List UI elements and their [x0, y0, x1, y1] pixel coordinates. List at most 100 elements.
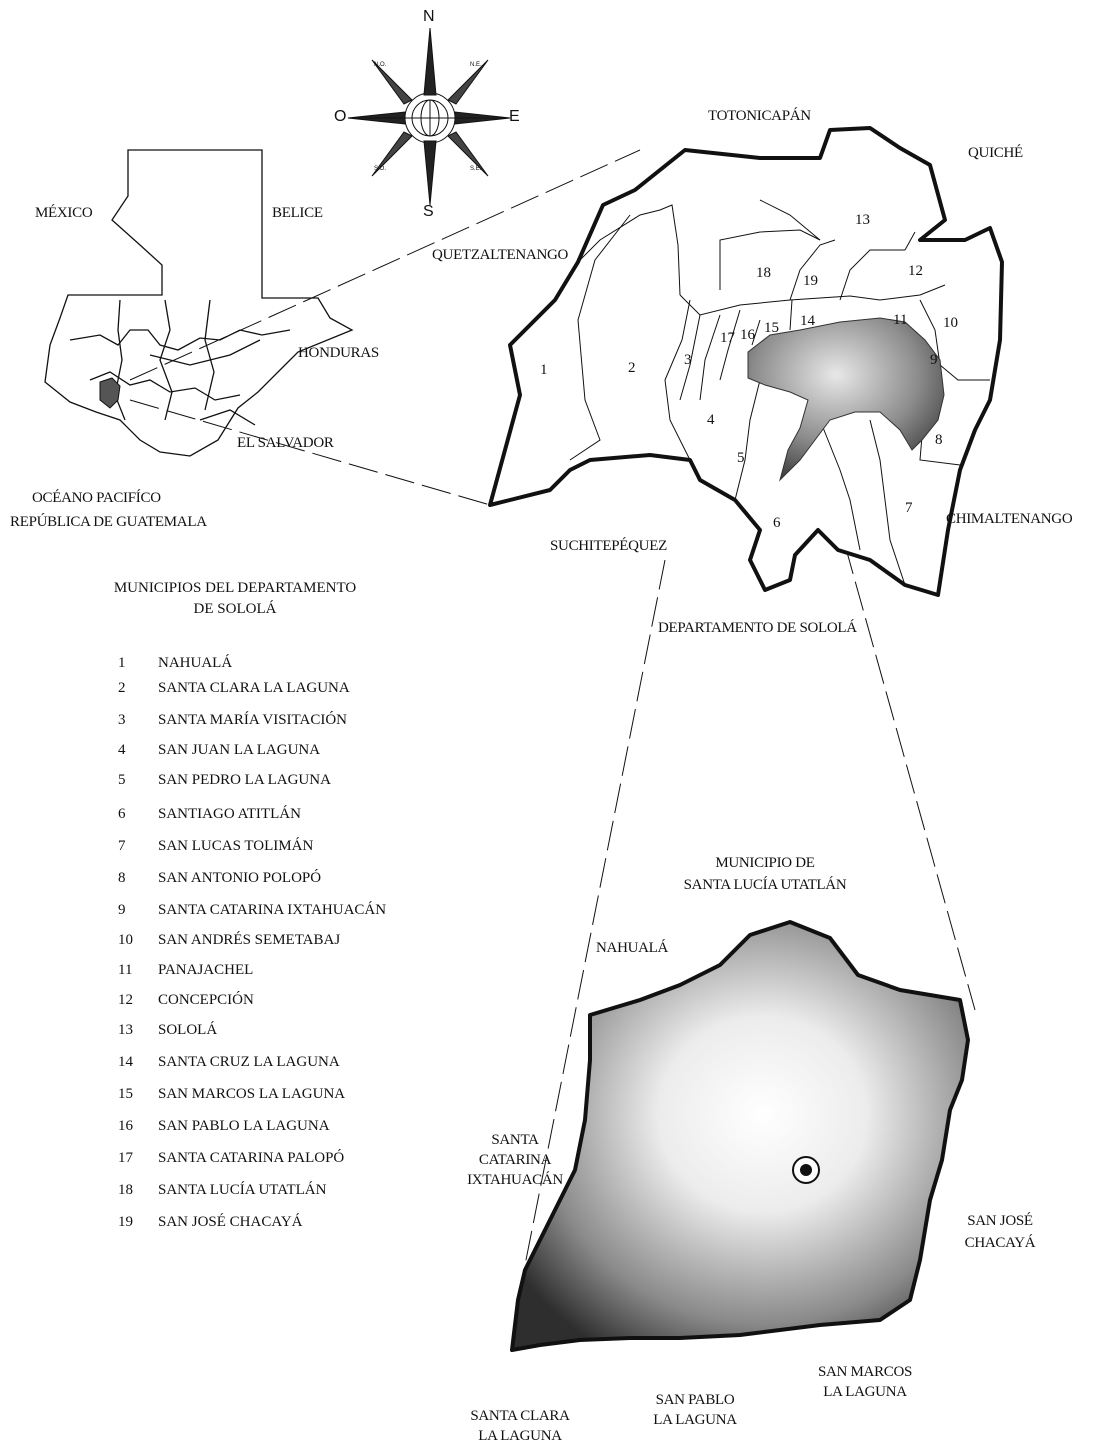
legend-item: 19 SAN JOSÉ CHACAYÁ — [118, 1214, 302, 1231]
guatemala-outline — [44, 149, 354, 457]
legend-item-number: 3 — [118, 712, 126, 728]
legend-item: 13 SOLOLÁ — [118, 1022, 217, 1039]
legend-item-name: SAN LUCAS TOLIMÁN — [158, 838, 314, 854]
legend-item: 11 PANAJACHEL — [118, 962, 253, 979]
legend-item-number: 12 — [118, 992, 133, 1008]
region-number-19: 19 — [803, 273, 818, 289]
legend-item-name: CONCEPCIÓN — [158, 992, 254, 1008]
legend-item-name: SOLOLÁ — [158, 1022, 218, 1038]
label-line: SAN JOSÉ — [967, 1213, 1033, 1229]
department-title: DEPARTAMENTO DE SOLOLÁ — [658, 620, 857, 636]
legend-item: 3 SANTA MARÍA VISITACIÓN — [118, 712, 347, 729]
label-honduras: HONDURAS — [298, 345, 379, 361]
legend-item-number: 15 — [118, 1086, 133, 1102]
legend-item-name: SAN PABLO LA LAGUNA — [158, 1118, 330, 1134]
legend-item-name: PANAJACHEL — [158, 962, 254, 978]
legend-item-name: SANTIAGO ATITLÁN — [158, 806, 301, 822]
legend-item-name: SAN ANTONIO POLOPÓ — [158, 870, 322, 886]
region-number-11: 11 — [893, 312, 908, 328]
label-line: CATARINA — [478, 1152, 552, 1168]
legend-item-number: 13 — [118, 1022, 133, 1038]
legend-item: 14 SANTA CRUZ LA LAGUNA — [118, 1054, 340, 1071]
legend-item-number: 11 — [118, 962, 133, 978]
label-el-salvador: EL SALVADOR — [237, 435, 334, 451]
label-suchitepequez: SUCHITEPÉQUEZ — [550, 538, 667, 554]
label-line: LA LAGUNA — [823, 1384, 907, 1400]
legend-item-name: SAN ANDRÉS SEMETABAJ — [158, 932, 341, 948]
solola-highlight-small — [99, 377, 121, 409]
compass-se-label: S.E. — [470, 166, 482, 172]
legend-item: 4 SAN JUAN LA LAGUNA — [118, 742, 320, 759]
region-number-9: 9 — [930, 352, 938, 368]
label-ocean: OCÉANO PACIFÍCO — [32, 490, 161, 506]
legend-item-name: SANTA CATARINA IXTAHUACÁN — [158, 902, 387, 918]
label-line: CHACAYÁ — [964, 1235, 1036, 1251]
label-country: REPÚBLICA DE GUATEMALA — [10, 514, 207, 530]
legend-item-name: SANTA CATARINA PALOPÓ — [158, 1150, 345, 1166]
region-number-3: 3 — [684, 352, 692, 368]
legend-item: 16 SAN PABLO LA LAGUNA — [118, 1118, 330, 1135]
region-number-12: 12 — [908, 263, 923, 279]
label-quiche: QUICHÉ — [968, 145, 1023, 161]
town-marker — [792, 1156, 820, 1184]
label-line: LA LAGUNA — [653, 1412, 737, 1428]
legend-item-name: SANTA MARÍA VISITACIÓN — [158, 712, 348, 728]
legend-item-number: 18 — [118, 1182, 133, 1198]
legend-item: 1 NAHUALÁ — [118, 655, 232, 672]
compass-west-label: O — [334, 108, 347, 125]
legend-item-name: SANTA LUCÍA UTATLÁN — [158, 1182, 327, 1198]
label-line: SAN PABLO — [655, 1392, 735, 1408]
label-line: SAN MARCOS — [817, 1364, 913, 1380]
compass-south-label: S — [423, 203, 434, 220]
municipality-title-line2: SANTA LUCÍA UTATLÁN — [683, 877, 847, 893]
region-number-16: 16 — [740, 327, 755, 343]
compass-east-label: E — [509, 108, 520, 125]
legend-item-number: 14 — [118, 1054, 133, 1070]
label-san-jose-chacaya: SAN JOSÉ CHACAYÁ — [950, 1210, 1050, 1254]
legend-item-number: 16 — [118, 1118, 133, 1134]
legend-item-number: 17 — [118, 1150, 133, 1166]
region-number-7: 7 — [905, 500, 913, 516]
region-number-10: 10 — [943, 315, 958, 331]
legend-item-name: SANTA CRUZ LA LAGUNA — [158, 1054, 340, 1070]
legend-item-number: 7 — [118, 838, 126, 854]
legend-item-number: 8 — [118, 870, 126, 886]
legend-item-name: NAHUALÁ — [158, 655, 233, 671]
label-mexico: MÉXICO — [35, 205, 93, 221]
region-number-6: 6 — [773, 515, 781, 531]
municipality-title: MUNICIPIO DE SANTA LUCÍA UTATLÁN — [680, 852, 850, 896]
legend-item: 17 SANTA CATARINA PALOPÓ — [118, 1150, 344, 1167]
region-number-5: 5 — [737, 450, 745, 466]
legend-item: 8 SAN ANTONIO POLOPÓ — [118, 870, 321, 887]
legend-item-name: SANTA CLARA LA LAGUNA — [158, 680, 350, 696]
label-san-marcos-la-laguna: SAN MARCOS LA LAGUNA — [805, 1362, 925, 1402]
label-belice: BELICE — [272, 205, 323, 221]
region-number-8: 8 — [935, 432, 943, 448]
legend-item-number: 5 — [118, 772, 126, 788]
municipality-outline — [510, 920, 970, 1352]
region-number-2: 2 — [628, 360, 636, 376]
label-nahuala: NAHUALÁ — [596, 940, 669, 956]
legend-item: 18 SANTA LUCÍA UTATLÁN — [118, 1182, 326, 1199]
legend-item-number: 19 — [118, 1214, 133, 1230]
legend-item: 6 SANTIAGO ATITLÁN — [118, 806, 301, 823]
region-number-17: 17 — [720, 330, 735, 346]
label-santa-catarina-ixtahuacan: SANTA CATARINA IXTAHUACÁN — [460, 1130, 570, 1190]
connector-lines — [129, 149, 976, 1266]
compass-rose — [347, 27, 511, 206]
legend-item-name: SAN JUAN LA LAGUNA — [158, 742, 321, 758]
legend-item-number: 1 — [118, 655, 126, 671]
legend-item-name: SAN JOSÉ CHACAYÁ — [158, 1214, 303, 1230]
label-quetzaltenango: QUETZALTENANGO — [432, 247, 569, 263]
region-number-1: 1 — [540, 362, 548, 378]
legend-item-number: 4 — [118, 742, 126, 758]
legend-item: 12 CONCEPCIÓN — [118, 992, 254, 1009]
legend-item: 7 SAN LUCAS TOLIMÁN — [118, 838, 313, 855]
compass-north-label: N — [423, 8, 435, 25]
region-number-4: 4 — [707, 412, 715, 428]
legend-item-number: 6 — [118, 806, 126, 822]
lake-atitlan — [747, 317, 945, 482]
